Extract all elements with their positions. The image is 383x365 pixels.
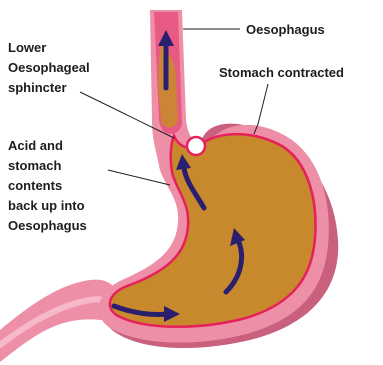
label-line: contents [8,176,87,196]
label-stomach-contracted: Stomach contracted [219,63,344,83]
label-line: sphincter [8,78,90,98]
label-line: back up into [8,196,87,216]
label-line: Oesophagus [8,216,87,236]
duodenum [0,280,118,362]
label-line: Oesophageal [8,58,90,78]
label-acid-reflux: Acid and stomach contents back up into O… [8,136,87,236]
label-line: Lower [8,38,90,58]
leader-acid [108,170,170,185]
sphincter-ring [187,137,205,155]
label-lower-oesophageal-sphincter: Lower Oesophageal sphincter [8,38,90,98]
label-line: stomach [8,156,87,176]
label-line: Acid and [8,136,87,156]
stomach-contents [110,134,316,327]
label-oesophagus: Oesophagus [246,20,325,40]
